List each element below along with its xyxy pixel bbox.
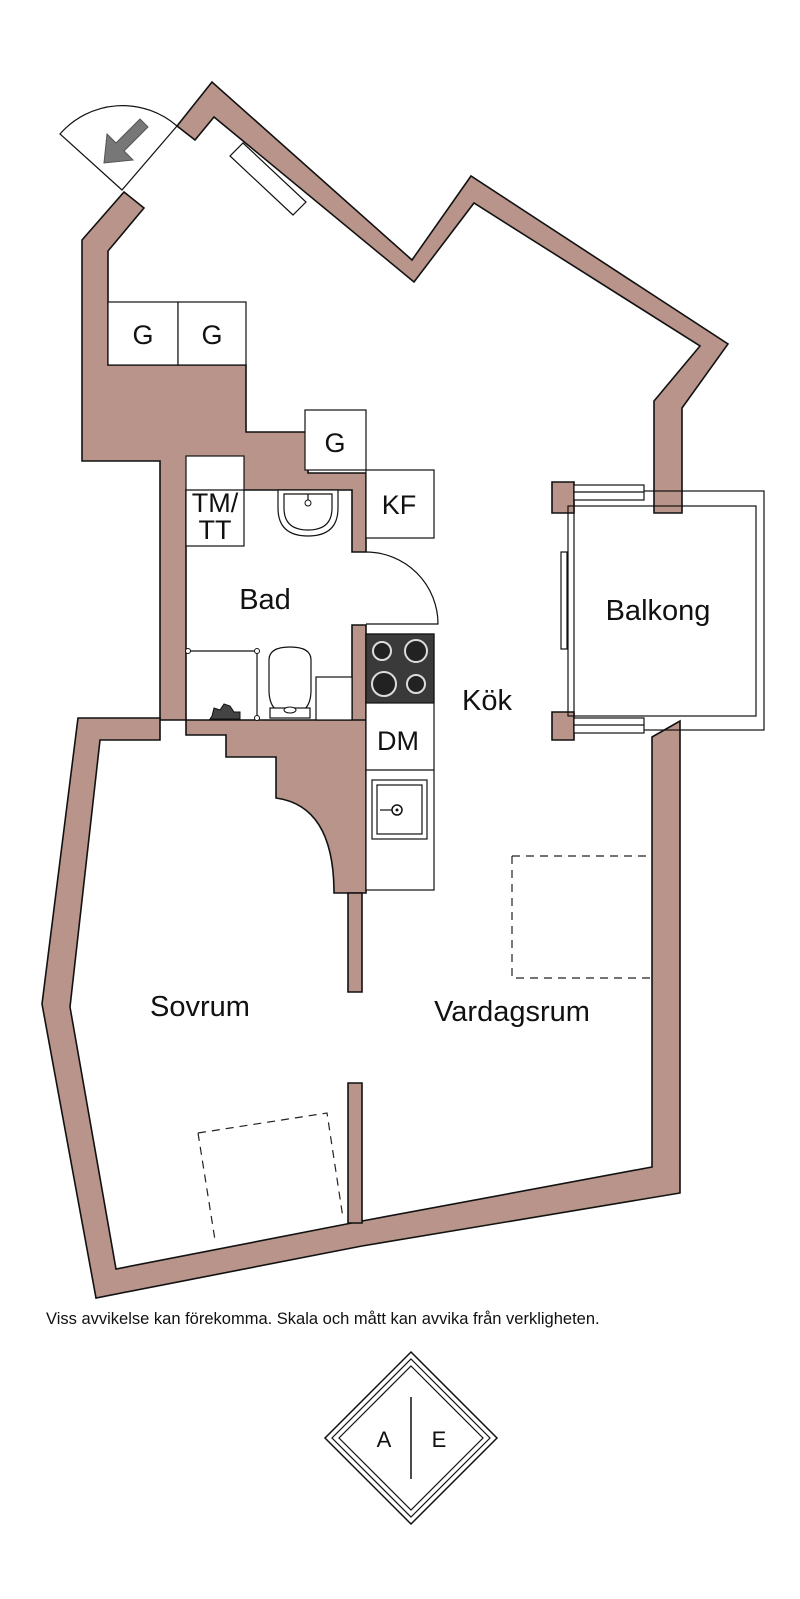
balcony bbox=[560, 484, 765, 734]
wall-north-outer bbox=[175, 80, 730, 514]
wall-south-outer bbox=[41, 717, 681, 1299]
entrance-door[interactable] bbox=[59, 105, 178, 191]
toilet-icon bbox=[268, 646, 312, 719]
skylight-living bbox=[511, 855, 652, 979]
shower-icon bbox=[185, 648, 260, 721]
room-label-vardagsrum: Vardagsrum bbox=[434, 996, 590, 1028]
room-label-sovrum: Sovrum bbox=[150, 991, 250, 1023]
wall-stub-balcony-top bbox=[551, 481, 575, 514]
wardrobe-g1-label: G bbox=[132, 320, 153, 350]
room-label-bad: Bad bbox=[239, 584, 291, 616]
logo: A E bbox=[323, 1350, 499, 1526]
wall-bath-bottom bbox=[185, 719, 367, 894]
wardrobe-g3 bbox=[304, 409, 367, 471]
room-label-balkong: Balkong bbox=[606, 595, 711, 627]
wardrobe-g3-label: G bbox=[324, 428, 345, 458]
fridge-freezer bbox=[365, 469, 435, 539]
wardrobe-g1 bbox=[107, 301, 179, 366]
room-label-kok: Kök bbox=[462, 685, 512, 717]
logo-letter-a: A bbox=[377, 1427, 392, 1452]
kitchen-sink-icon bbox=[371, 779, 428, 840]
wall-stub-center bbox=[347, 892, 363, 993]
wall-stub-balcony-bottom bbox=[551, 711, 575, 741]
wardrobe-g2-label: G bbox=[201, 320, 222, 350]
window-north bbox=[229, 142, 307, 216]
disclaimer-text: Viss avvikelse kan förekomma. Skala och … bbox=[46, 1310, 600, 1328]
washer-dryer bbox=[185, 455, 245, 547]
washer-dryer-label-2: TT bbox=[199, 515, 232, 545]
logo-letter-e: E bbox=[432, 1427, 447, 1452]
fridge-freezer-label: KF bbox=[382, 490, 417, 520]
bath-cabinet bbox=[315, 676, 353, 721]
stove-icon bbox=[365, 633, 435, 704]
entry-arrow-icon bbox=[103, 118, 149, 164]
wardrobe-g2 bbox=[177, 301, 247, 366]
skylight-bedroom bbox=[197, 1112, 344, 1241]
dishwasher-label: DM bbox=[377, 726, 419, 756]
bathroom-sink-icon bbox=[277, 489, 339, 537]
washer-dryer-label-1: TM/ bbox=[192, 488, 239, 518]
wall-bedroom-divider bbox=[347, 1082, 363, 1224]
bathroom-door[interactable] bbox=[365, 551, 439, 625]
wall-kitchen-partition-upper bbox=[351, 624, 367, 726]
